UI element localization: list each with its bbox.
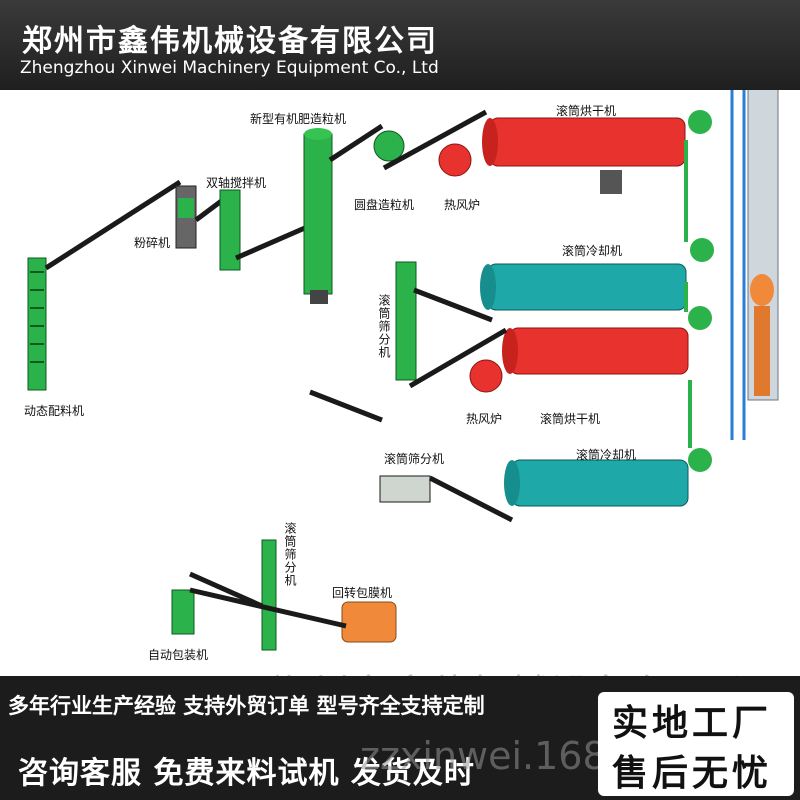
label-drum-screen-2: 滚筒筛分机 <box>384 450 444 467</box>
auto-packing-machine <box>172 574 346 634</box>
label-crusher: 粉碎机 <box>134 234 170 251</box>
drum-cooler-1 <box>480 264 686 310</box>
production-line-diagram: 动态配料机 粉碎机 双轴搅拌机 新型有机肥造粒机 圆盘造粒机 热风炉 滚筒烘干机… <box>0 90 800 670</box>
production-line-drawing <box>0 90 800 670</box>
dust-collector-duct <box>732 90 778 440</box>
label-drum-dryer-2: 滚筒烘干机 <box>540 410 600 427</box>
label-drum-cooler-2: 滚筒冷却机 <box>576 446 636 463</box>
label-disc-granulator: 圆盘造粒机 <box>354 196 414 213</box>
label-dynamic-batching: 动态配料机 <box>24 402 84 419</box>
label-drum-dryer-1: 滚筒烘干机 <box>556 102 616 119</box>
dynamic-batching-machine <box>28 182 180 390</box>
label-drum-screen-1: 滚筒筛分机 <box>376 294 393 359</box>
label-organic-granulator: 新型有机肥造粒机 <box>250 110 346 127</box>
features-text: 多年行业生产经验 支持外贸订单 型号齐全支持定制 <box>8 690 485 720</box>
drum-cooler-2 <box>504 460 688 506</box>
promo-line-1: 实地工厂 <box>612 694 772 746</box>
drum-dryer-2 <box>410 328 688 392</box>
label-auto-packing: 自动包装机 <box>148 646 208 663</box>
label-rotary-coating: 回转包膜机 <box>332 584 392 601</box>
label-twin-shaft-mixer: 双轴搅拌机 <box>206 174 266 191</box>
rotary-coating-machine <box>342 602 396 642</box>
promo-line-2: 售后无忧 <box>612 744 772 796</box>
drum-screen-3 <box>262 540 276 650</box>
label-drum-screen-3: 滚筒筛分机 <box>282 522 299 587</box>
twin-shaft-mixer <box>220 190 314 270</box>
services-text: 咨询客服 免费来料试机 发货及时 <box>18 748 475 792</box>
exhaust-fans <box>686 110 714 472</box>
promo-badge: 实地工厂 售后无忧 <box>598 692 794 796</box>
organic-granulator <box>304 126 382 304</box>
label-drum-cooler-1: 滚筒冷却机 <box>562 242 622 259</box>
label-hot-air-furnace-2: 热风炉 <box>466 410 502 427</box>
drum-dryer-1 <box>439 118 685 194</box>
company-name-en: Zhengzhou Xinwei Machinery Equipment Co.… <box>20 58 439 78</box>
company-name-cn: 郑州市鑫伟机械设备有限公司 <box>22 16 438 60</box>
header-bar: 郑州市鑫伟机械设备有限公司 Zhengzhou Xinwei Machinery… <box>0 0 800 90</box>
label-hot-air-furnace-1: 热风炉 <box>444 196 480 213</box>
